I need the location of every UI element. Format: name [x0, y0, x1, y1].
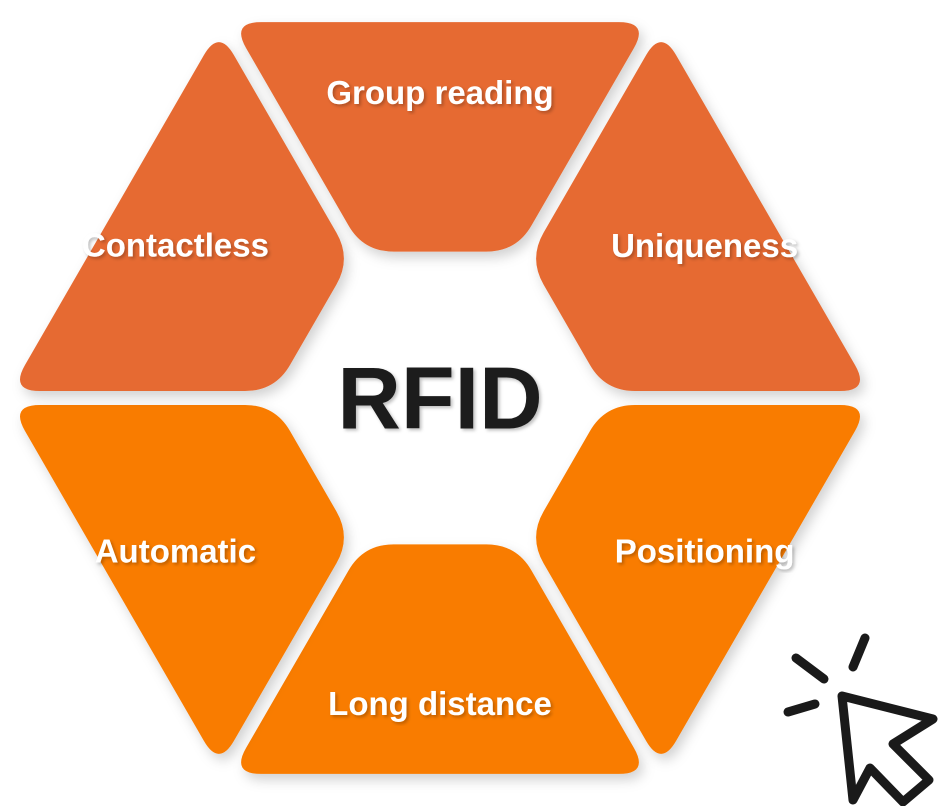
- segment-shape-uniqueness: [536, 42, 860, 391]
- segment-label-uniqueness: Uniqueness: [611, 227, 798, 264]
- segment-label-automatic: Automatic: [95, 532, 256, 569]
- segment-label-contactless: Contactless: [82, 227, 269, 264]
- segment-label-group-reading: Group reading: [326, 74, 553, 111]
- segment-positioning: Positioning: [536, 405, 860, 754]
- segment-long-distance: Long distance: [241, 544, 639, 774]
- segment-group-reading: Group reading: [241, 22, 639, 252]
- segment-shape-positioning: [536, 405, 860, 754]
- segment-shape-contactless: [20, 42, 344, 391]
- segment-label-long-distance: Long distance: [328, 685, 552, 722]
- segment-uniqueness: Uniqueness: [536, 42, 860, 391]
- segment-shape-automatic: [20, 405, 344, 754]
- click-cursor-icon: [783, 633, 938, 806]
- segment-contactless: Contactless: [20, 42, 344, 391]
- center-label: RFID: [337, 349, 542, 448]
- segment-shape-long-distance: [241, 544, 639, 774]
- segment-automatic: Automatic: [20, 405, 344, 754]
- segment-label-positioning: Positioning: [615, 532, 795, 569]
- segment-shape-group-reading: [241, 22, 639, 252]
